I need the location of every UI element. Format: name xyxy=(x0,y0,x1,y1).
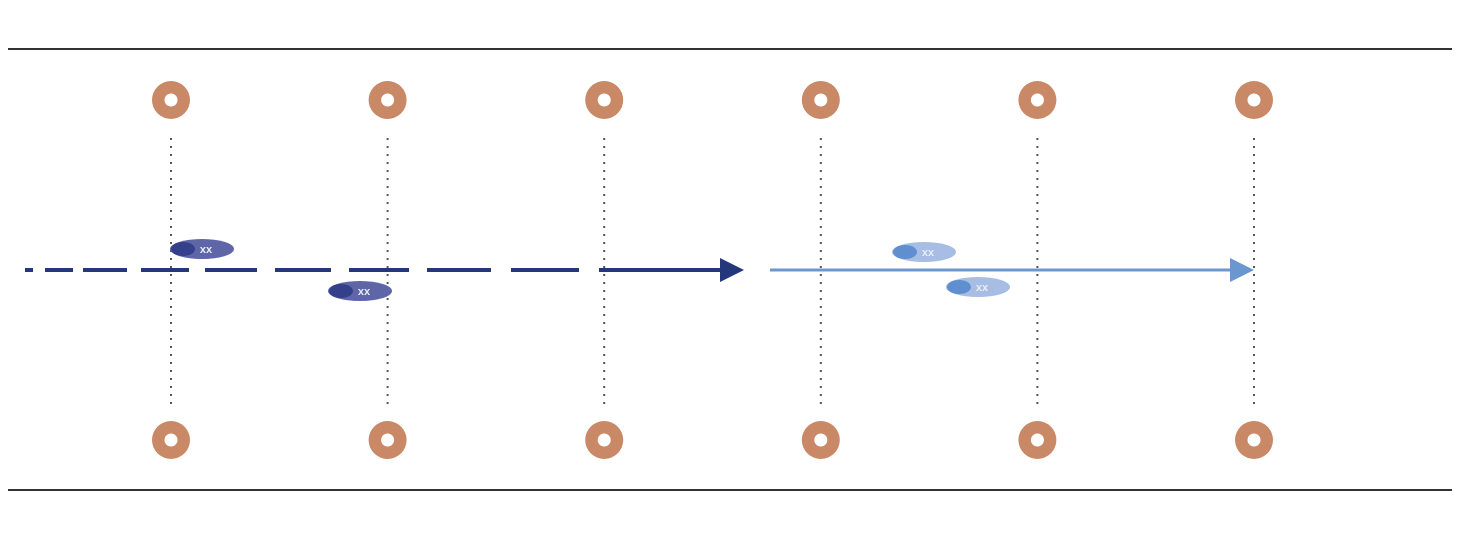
cone-marker-icon xyxy=(368,421,407,459)
shoe-footprint-icon: xx xyxy=(946,277,1010,297)
guide-lines xyxy=(170,138,1255,408)
dark-arrowhead xyxy=(720,258,744,282)
lace-mark: xx xyxy=(358,286,371,298)
shoe-footprint-icon: xx xyxy=(328,281,392,301)
lace-mark: xx xyxy=(200,244,213,256)
cone-marker-icon xyxy=(1018,81,1057,119)
cone-marker-icon xyxy=(152,421,190,459)
shoe-footprint-icon: xx xyxy=(892,242,956,262)
cone-marker-icon xyxy=(1235,421,1273,459)
cone-marker-icon xyxy=(585,81,624,119)
lace-mark: xx xyxy=(922,247,935,259)
footprints: xx xx xx xx xyxy=(170,239,1010,301)
shoe-footprint-icon: xx xyxy=(170,239,234,259)
cone-marker-icon xyxy=(152,81,190,119)
cone-marker-icon xyxy=(368,81,407,119)
cone-marker-icon xyxy=(1018,421,1057,459)
cone-marker-icon xyxy=(801,421,840,459)
cone-marker-icon xyxy=(1235,81,1273,119)
cone-marker-icon xyxy=(801,81,840,119)
lace-mark: xx xyxy=(976,282,989,294)
cone-markers xyxy=(152,81,1273,459)
light-arrowhead xyxy=(1230,258,1254,282)
cone-marker-icon xyxy=(585,421,624,459)
arrow-path xyxy=(25,258,1254,282)
